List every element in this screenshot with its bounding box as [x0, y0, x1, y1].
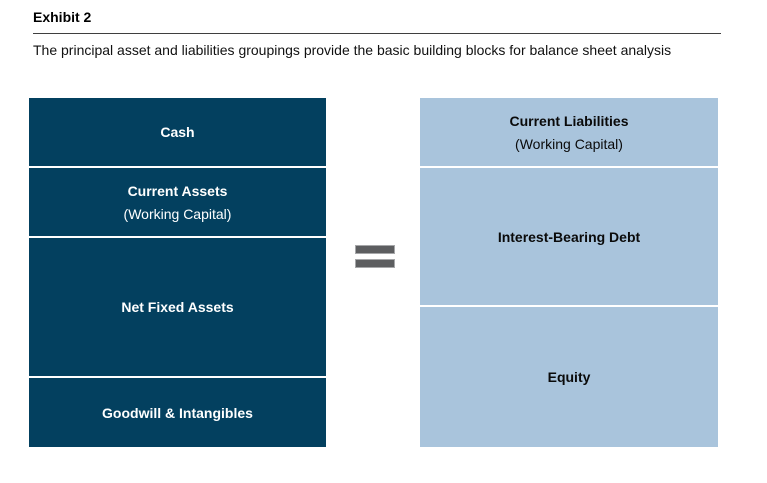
- block-label: Goodwill & Intangibles: [102, 404, 253, 421]
- assets-column: Cash Current Assets (Working Capital) Ne…: [29, 98, 326, 447]
- block-sublabel: (Working Capital): [123, 205, 232, 222]
- liability-block-interest-bearing-debt: Interest-Bearing Debt: [420, 168, 718, 305]
- block-sublabel: (Working Capital): [515, 135, 623, 152]
- block-label: Current Liabilities: [509, 112, 629, 129]
- asset-block-current-assets: Current Assets (Working Capital): [29, 168, 326, 236]
- equals-bar-bottom: [355, 259, 395, 268]
- block-label: Interest-Bearing Debt: [497, 228, 641, 245]
- block-label: Cash: [160, 124, 195, 140]
- equals-sign-icon: [355, 245, 395, 268]
- block-label: Current Assets: [127, 182, 228, 199]
- asset-block-net-fixed-assets: Net Fixed Assets: [29, 238, 326, 376]
- block-label: Net Fixed Assets: [121, 299, 234, 315]
- equals-bar-top: [355, 245, 395, 254]
- liability-block-current-liabilities: Current Liabilities (Working Capital): [420, 98, 718, 166]
- liability-block-equity: Equity: [420, 307, 718, 447]
- exhibit-subtitle: The principal asset and liabilities grou…: [33, 42, 672, 58]
- block-label: Equity: [547, 369, 591, 385]
- title-divider: [33, 33, 721, 34]
- exhibit-label: Exhibit 2: [33, 9, 92, 25]
- asset-block-goodwill-intangibles: Goodwill & Intangibles: [29, 378, 326, 447]
- liabilities-column: Current Liabilities (Working Capital) In…: [420, 98, 718, 447]
- asset-block-cash: Cash: [29, 98, 326, 166]
